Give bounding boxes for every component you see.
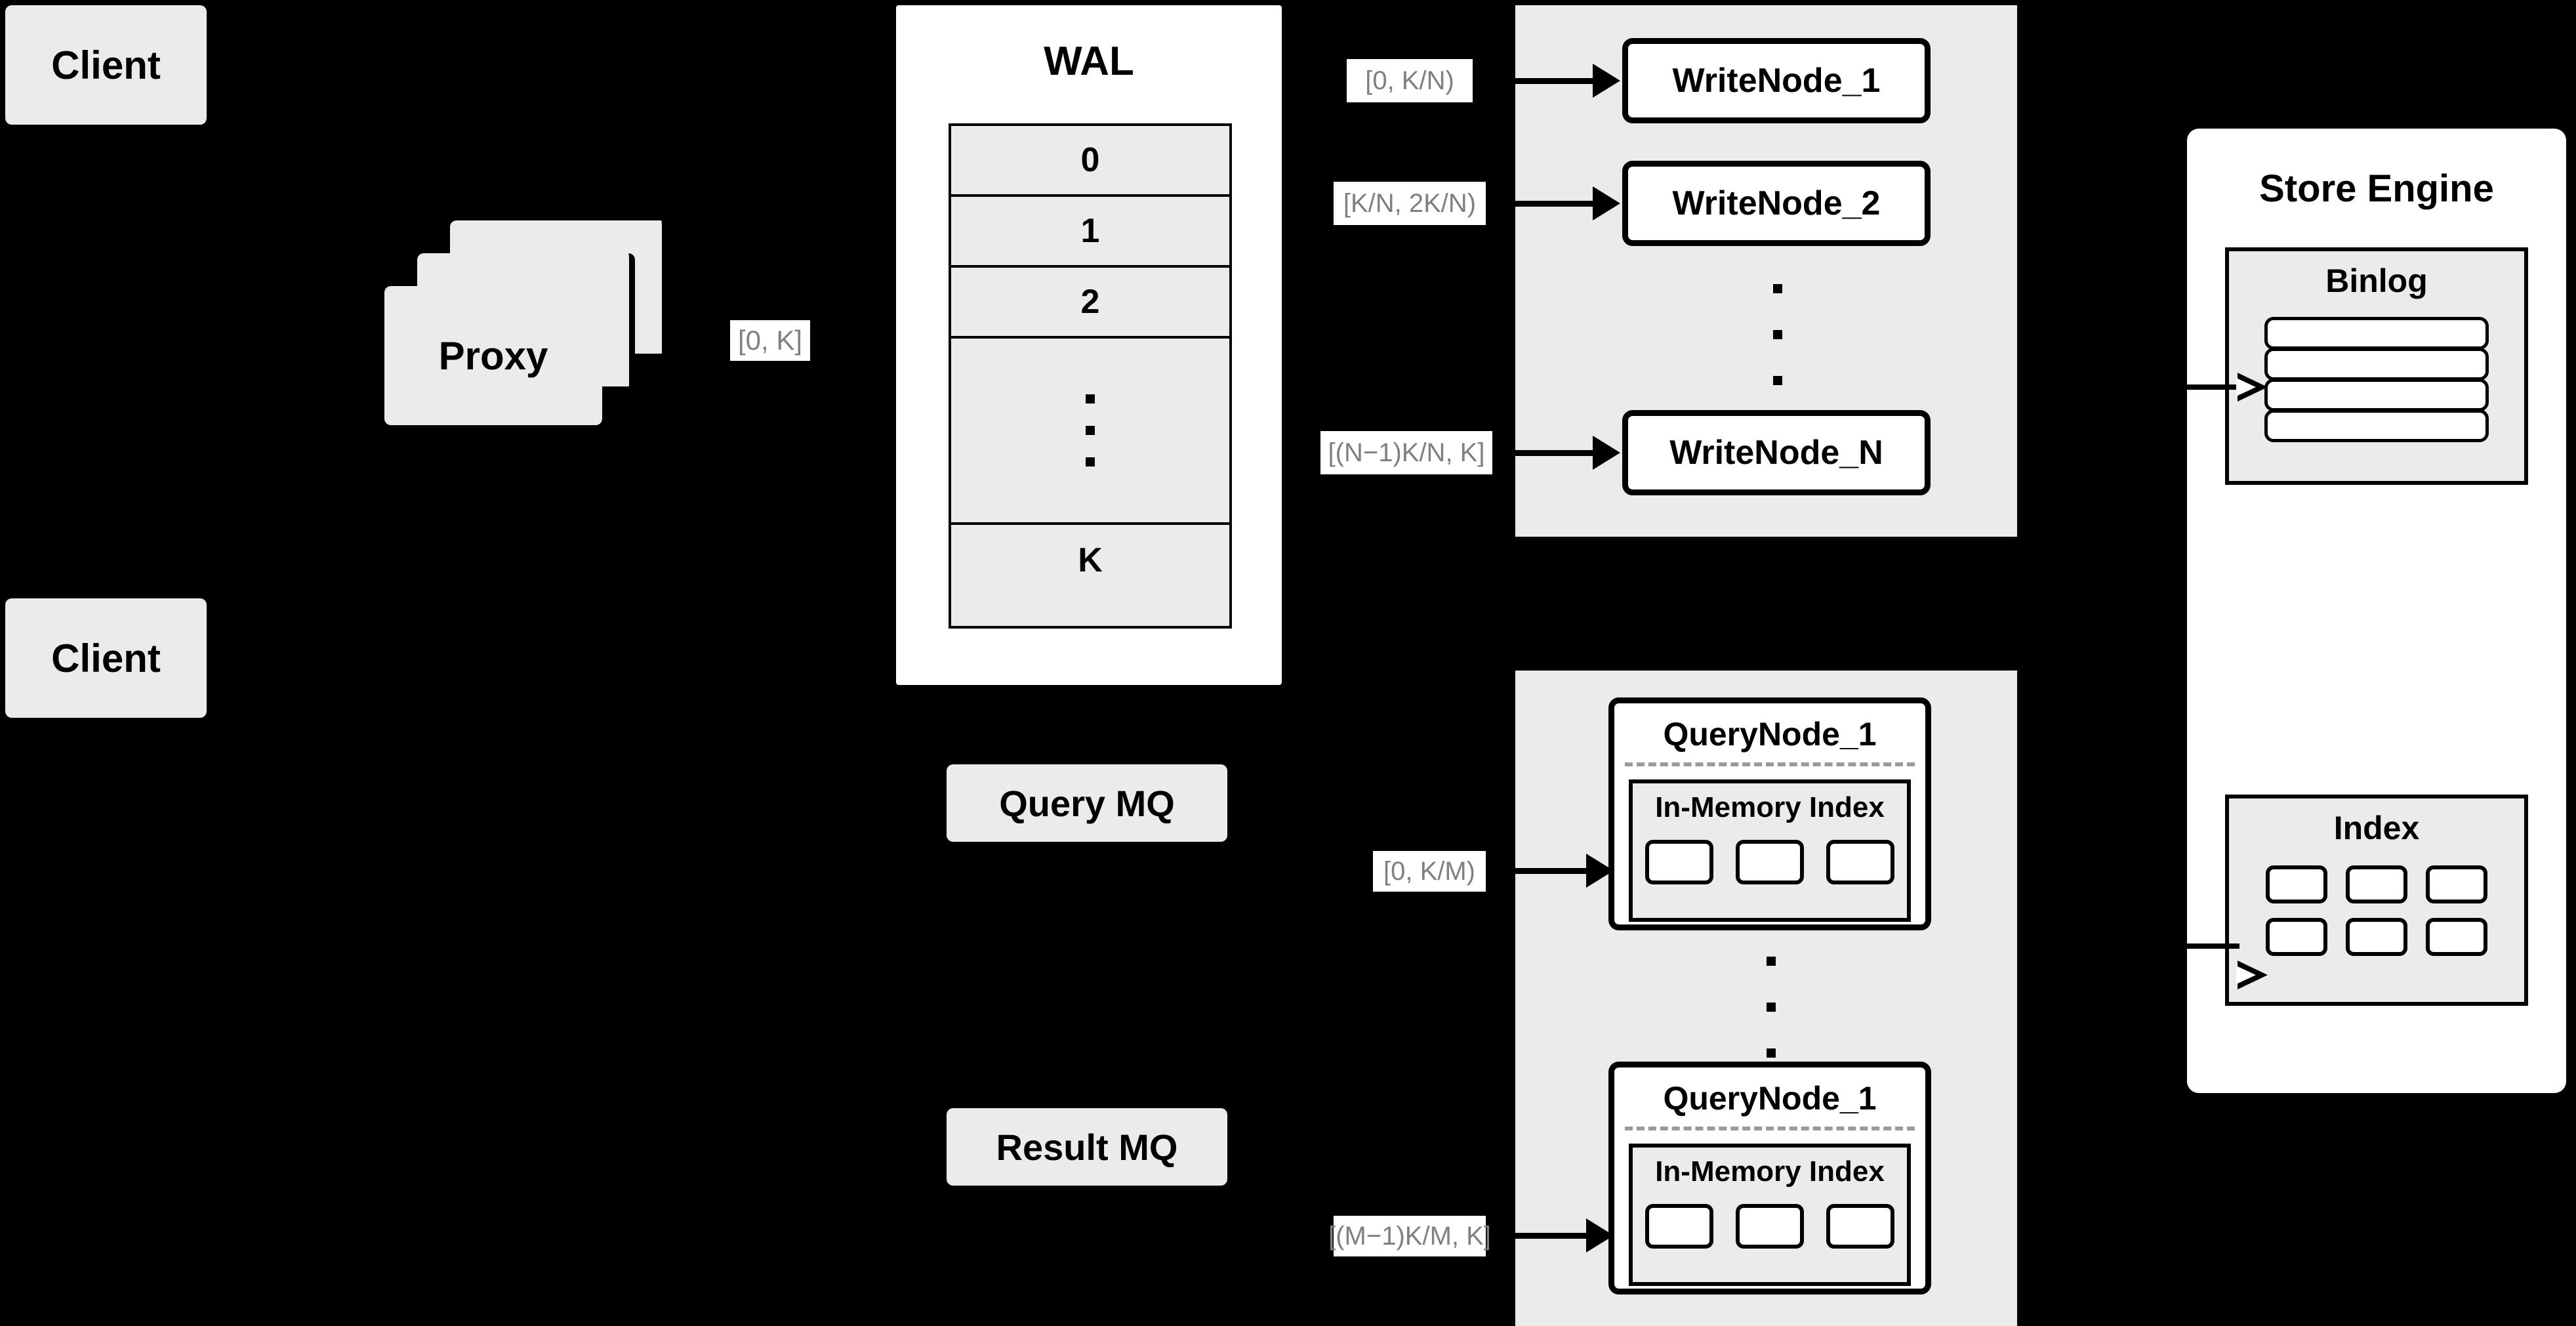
wal-row[interactable]: 1: [951, 197, 1229, 268]
proxy-label: Proxy: [438, 333, 548, 378]
proxy-range-label: [0, K]: [730, 320, 810, 361]
write-node-1-arrow-head: [1593, 64, 1620, 98]
write-node-1[interactable]: WriteNode_1: [1622, 38, 1931, 123]
store-index-cell[interactable]: [2426, 865, 2487, 903]
write-node-n[interactable]: WriteNode_N: [1622, 410, 1931, 495]
wal-row[interactable]: K: [1078, 541, 1103, 579]
query-node-1-index-title: In-Memory Index: [1655, 791, 1885, 823]
write-node-n-arrow-head: [1593, 436, 1620, 470]
query-mq-box[interactable]: Query MQ: [947, 764, 1227, 842]
wal-row[interactable]: 2: [951, 268, 1229, 339]
write-node-2-arrow-line: [1507, 201, 1594, 207]
index-cell[interactable]: [1736, 840, 1804, 884]
client-label-1: Client: [51, 43, 161, 87]
wal-row[interactable]: 0: [951, 126, 1229, 197]
query-node-1-title: QueryNode_1: [1663, 716, 1877, 753]
store-index-cell[interactable]: [2266, 865, 2327, 903]
binlog-arrow-head: [2236, 373, 2268, 402]
ellipsis-dot-icon: [1086, 426, 1095, 435]
result-mq-box[interactable]: Result MQ: [947, 1108, 1227, 1186]
store-index-cell[interactable]: [2346, 865, 2407, 903]
ellipsis-dot-icon: [1767, 957, 1776, 966]
write-node-n-label: WriteNode_N: [1669, 434, 1883, 472]
ellipsis-dot-icon: [1086, 457, 1095, 466]
ellipsis-dot-icon: [1767, 1048, 1776, 1058]
binlog-row[interactable]: [2264, 409, 2489, 442]
index-cell[interactable]: [1645, 1204, 1713, 1249]
query-node-m-index-title: In-Memory Index: [1655, 1155, 1885, 1188]
query-node-m-title: QueryNode_1: [1663, 1080, 1877, 1117]
wal-row-ellipsis: [951, 339, 1229, 525]
store-index-arrow-line: [2177, 943, 2239, 949]
wal-panel: WAL 0 1 2 K: [896, 5, 1282, 685]
store-index-cell[interactable]: [2426, 918, 2487, 956]
store-engine-panel: Store Engine Binlog Index: [2187, 129, 2566, 1093]
binlog-title: Binlog: [2325, 262, 2428, 299]
ellipsis-dot-icon: [1773, 376, 1782, 385]
write-node-ellipsis: [1768, 272, 1788, 397]
client-label-2: Client: [51, 636, 161, 680]
write-node-2-range-label: [K/N, 2K/N): [1334, 182, 1486, 225]
query-node-m-range-label: [(M−1)K/M, K]: [1328, 1216, 1491, 1256]
write-node-n-range-label: [(N−1)K/N, K]: [1320, 431, 1492, 474]
write-node-1-range-label: [0, K/N): [1347, 59, 1473, 102]
store-engine-title: Store Engine: [2259, 167, 2494, 210]
wal-entry-list: 0 1 2 K: [949, 123, 1232, 629]
query-node-m-arrow-line: [1507, 1233, 1587, 1239]
write-node-1-arrow-line: [1507, 78, 1594, 84]
wal-title: WAL: [1044, 39, 1134, 84]
store-index-row: [2266, 918, 2487, 956]
query-node-m-arrow-head: [1586, 1218, 1614, 1253]
ellipsis-dot-icon: [1767, 1003, 1776, 1012]
store-index-cell[interactable]: [2266, 918, 2327, 956]
query-node-1[interactable]: QueryNode_1 In-Memory Index: [1608, 697, 1931, 930]
index-cell[interactable]: [1736, 1204, 1804, 1249]
binlog-box: Binlog: [2225, 247, 2528, 485]
query-node-ellipsis: [1761, 948, 1781, 1066]
binlog-row[interactable]: [2264, 317, 2489, 350]
query-node-1-range-label: [0, K/M): [1373, 851, 1486, 892]
query-node-m-divider: [1625, 1127, 1915, 1130]
write-node-2-label: WriteNode_2: [1672, 184, 1881, 222]
write-node-1-label: WriteNode_1: [1672, 62, 1881, 100]
store-index-row: [2266, 865, 2487, 903]
query-node-1-index-cells: [1633, 840, 1907, 884]
binlog-row-list: [2229, 317, 2524, 442]
store-index-title: Index: [2333, 810, 2420, 846]
query-node-m-index-cells: [1633, 1204, 1907, 1249]
index-cell[interactable]: [1645, 840, 1713, 884]
proxy-card-front[interactable]: Proxy: [384, 286, 602, 425]
index-cell[interactable]: [1826, 1204, 1894, 1249]
ellipsis-dot-icon: [1773, 284, 1782, 293]
binlog-row[interactable]: [2264, 348, 2489, 381]
store-index-grid: [2229, 865, 2524, 956]
ellipsis-dot-icon: [1086, 394, 1095, 404]
ellipsis-dot-icon: [1773, 330, 1782, 339]
query-node-1-divider: [1625, 762, 1915, 766]
query-node-m-inmemory-index: In-Memory Index: [1629, 1144, 1911, 1286]
query-node-1-arrow-line: [1507, 868, 1587, 874]
query-node-m[interactable]: QueryNode_1 In-Memory Index: [1608, 1062, 1931, 1295]
store-index-arrow-head: [2236, 961, 2268, 989]
write-node-n-arrow-line: [1507, 450, 1594, 456]
store-index-box: Index: [2225, 795, 2528, 1006]
result-mq-label: Result MQ: [996, 1126, 1178, 1168]
client-box-1[interactable]: Client: [5, 5, 207, 125]
write-node-2-arrow-head: [1593, 186, 1620, 220]
query-node-1-arrow-head: [1586, 854, 1614, 888]
write-node-2[interactable]: WriteNode_2: [1622, 161, 1931, 246]
query-mq-label: Query MQ: [999, 782, 1175, 824]
query-node-1-inmemory-index: In-Memory Index: [1629, 779, 1911, 922]
store-index-cell[interactable]: [2346, 918, 2407, 956]
binlog-row[interactable]: [2264, 379, 2489, 411]
client-box-2[interactable]: Client: [5, 598, 207, 718]
index-cell[interactable]: [1826, 840, 1894, 884]
binlog-arrow-line: [2177, 384, 2239, 390]
